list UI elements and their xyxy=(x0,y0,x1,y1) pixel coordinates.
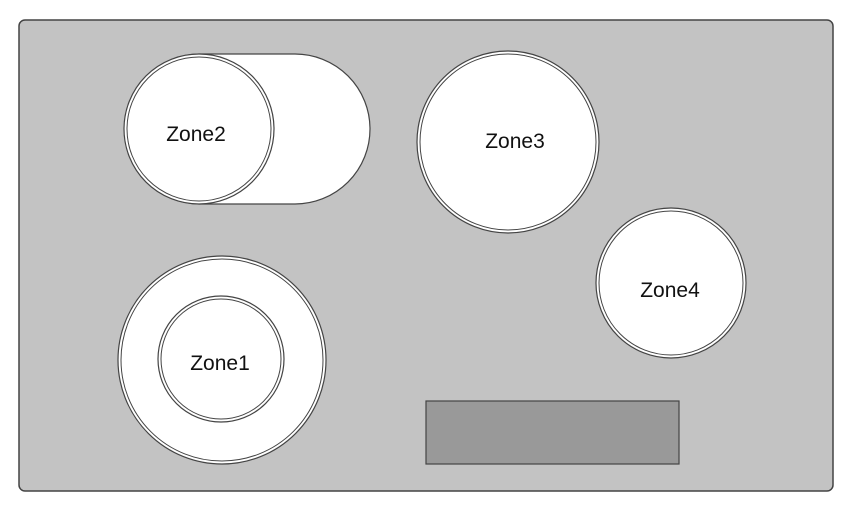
control-panel xyxy=(425,400,680,465)
zone1-label: Zone1 xyxy=(190,352,250,375)
zone2-burner: Zone2 xyxy=(123,53,371,205)
zone3-outer-ring xyxy=(416,50,600,234)
zone2-label: Zone2 xyxy=(166,123,226,146)
zone3-burner: Zone3 xyxy=(416,50,600,234)
zone2-inner-ring xyxy=(126,56,272,202)
zone1-outer-ring-inner-line xyxy=(120,258,324,462)
zone1-inner-ring xyxy=(157,295,285,423)
zone4-label: Zone4 xyxy=(640,279,700,302)
zone3-label: Zone3 xyxy=(485,130,545,153)
zone1-burner: Zone1 xyxy=(117,255,327,465)
zone4-burner: Zone4 xyxy=(595,207,747,359)
zone4-outer-ring xyxy=(595,207,747,359)
zone4-inner-ring xyxy=(598,210,744,356)
zone3-inner-ring xyxy=(419,53,597,231)
zone2-outer-ring xyxy=(123,53,275,205)
zone1-inner-ring-inner-line xyxy=(160,298,282,420)
